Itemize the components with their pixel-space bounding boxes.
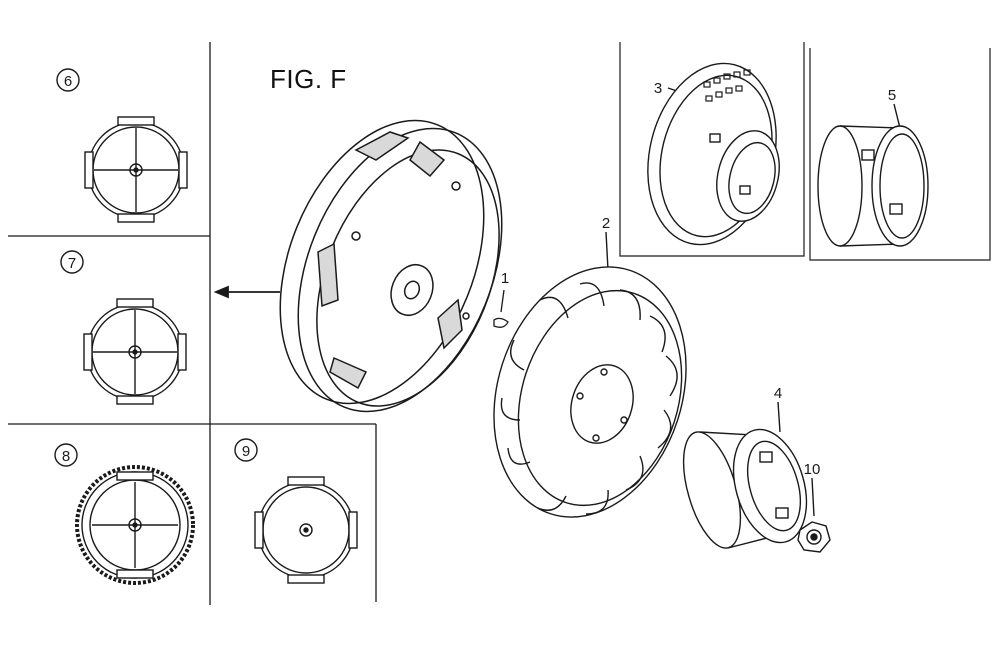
flywheel-plate-6 bbox=[84, 116, 188, 223]
callout-7-label: 7 bbox=[68, 255, 76, 272]
panel-dividers bbox=[8, 42, 377, 605]
part-box-5 bbox=[809, 48, 991, 261]
callout-9-label: 9 bbox=[242, 443, 250, 460]
flywheel-plate-9 bbox=[254, 476, 358, 584]
starter-cup-5 bbox=[817, 103, 929, 247]
callout-8: 8 bbox=[54, 443, 78, 467]
flywheel-nut-10 bbox=[797, 477, 831, 553]
cooling-fan-2 bbox=[493, 231, 687, 518]
callout-7: 7 bbox=[60, 250, 84, 274]
part-box-3 bbox=[619, 42, 805, 257]
pulley-cup-4 bbox=[682, 401, 808, 549]
woodruff-key-1 bbox=[493, 289, 509, 328]
callout-6: 6 bbox=[56, 68, 80, 92]
callout-8-label: 8 bbox=[62, 448, 70, 465]
starter-pulley-3 bbox=[647, 62, 780, 246]
callout-2-label: 2 bbox=[602, 215, 610, 232]
flywheel-ring-gear-8 bbox=[75, 465, 195, 585]
callout-9: 9 bbox=[234, 438, 258, 462]
callout-6-label: 6 bbox=[64, 73, 72, 90]
flywheel-plate-7 bbox=[83, 298, 187, 405]
callout-1-label: 1 bbox=[501, 270, 509, 287]
flywheel-main bbox=[279, 119, 503, 413]
callout-4-label: 4 bbox=[774, 385, 782, 402]
figure-title: FIG. F bbox=[270, 64, 347, 94]
callout-10-label: 10 bbox=[804, 461, 821, 478]
callout-3-label: 3 bbox=[654, 80, 662, 97]
callout-5-label: 5 bbox=[888, 87, 896, 104]
alternate-parts-arrow bbox=[213, 285, 280, 299]
